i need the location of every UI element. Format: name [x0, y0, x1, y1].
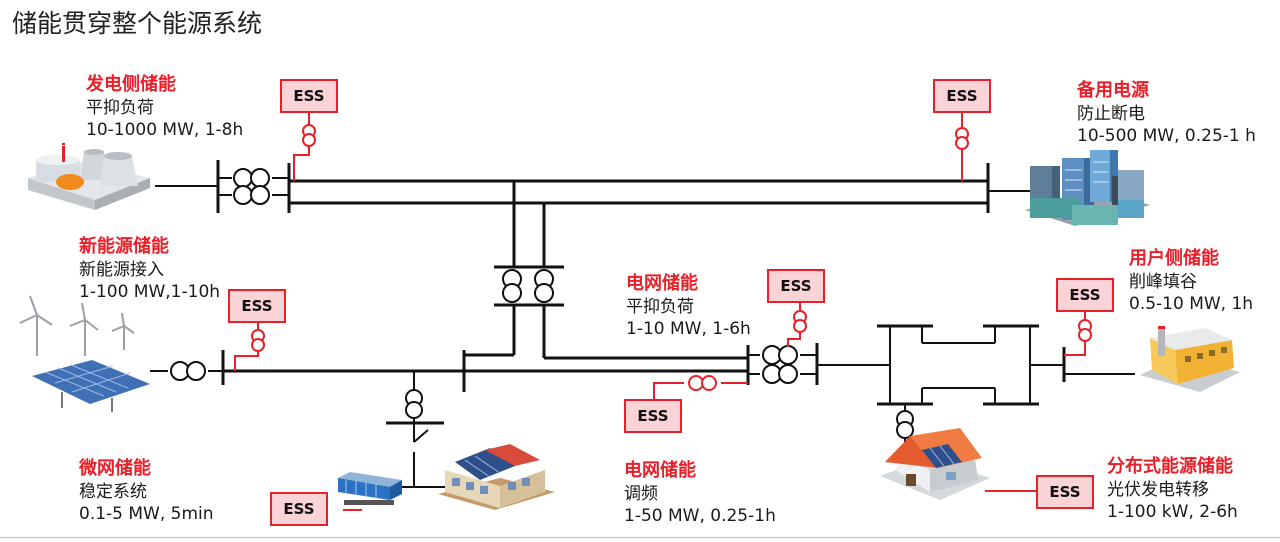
factory-icon	[1140, 326, 1240, 392]
block-subtitle: 调频	[624, 484, 658, 504]
page-title: 储能贯穿整个能源系统	[12, 9, 263, 38]
block-subtitle: 防止断电	[1077, 104, 1145, 124]
house-solar-icon	[880, 428, 990, 500]
block-spec: 10-500 MW, 0.25-1 h	[1077, 126, 1256, 146]
block-heading: 新能源储能	[79, 236, 169, 257]
block-heading: 电网储能	[624, 460, 696, 481]
ess-box-renewable: ESS	[228, 289, 286, 323]
ess-box-generation: ESS	[280, 79, 338, 113]
wind-solar-farm-icon	[19, 295, 150, 412]
ess-box-grid-frequency: ESS	[624, 399, 682, 433]
block-spec: 1-50 MW, 0.25-1h	[624, 506, 776, 526]
block-user: 用户侧储能 削峰填谷 0.5-10 MW, 1h	[1129, 247, 1253, 315]
block-spec: 1-100 MW,1-10h	[79, 282, 221, 302]
block-heading: 微网储能	[79, 458, 151, 479]
transformers	[170, 168, 914, 439]
footer-divider	[0, 537, 1280, 538]
block-subtitle: 光伏发电转移	[1107, 480, 1209, 500]
network-lines	[150, 160, 1135, 488]
block-heading: 用户侧储能	[1129, 248, 1219, 269]
block-heading: 发电侧储能	[86, 74, 176, 95]
block-subtitle: 平抑负荷	[626, 297, 694, 317]
block-spec: 0.1-5 MW, 5min	[79, 504, 214, 524]
block-grid: 电网储能 平抑负荷 1-10 MW, 1-6h	[626, 272, 751, 340]
block-subtitle: 稳定系统	[79, 482, 147, 502]
city-buildings-icon	[1025, 150, 1150, 226]
ess-box-backup: ESS	[933, 79, 991, 113]
block-renewable: 新能源储能 新能源接入 1-100 MW,1-10h	[79, 235, 220, 303]
block-grid-frequency: 电网储能 调频 1-50 MW, 0.25-1h	[624, 459, 776, 527]
ess-box-grid: ESS	[767, 269, 825, 303]
block-microgrid: 微网储能 稳定系统 0.1-5 MW, 5min	[79, 457, 214, 525]
block-backup: 备用电源 防止断电 10-500 MW, 0.25-1 h	[1077, 79, 1256, 147]
ess-box-distributed: ESS	[1036, 475, 1094, 509]
power-plant-icon	[28, 143, 150, 210]
block-generation: 发电侧储能 平抑负荷 10-1000 MW, 1-8h	[86, 73, 243, 141]
block-spec: 0.5-10 MW, 1h	[1129, 294, 1254, 314]
block-spec: 1-100 kW, 2-6h	[1107, 502, 1238, 522]
block-subtitle: 新能源接入	[79, 260, 164, 280]
ess-container-icon	[338, 472, 402, 505]
block-heading: 分布式能源储能	[1107, 456, 1233, 477]
block-spec: 1-10 MW, 1-6h	[626, 319, 751, 339]
block-subtitle: 平抑负荷	[86, 98, 154, 118]
block-subtitle: 削峰填谷	[1129, 272, 1197, 292]
solar-building-icon	[438, 444, 555, 510]
ess-box-user: ESS	[1056, 278, 1114, 312]
ess-box-microgrid: ESS	[270, 492, 328, 526]
block-distributed: 分布式能源储能 光伏发电转移 1-100 kW, 2-6h	[1107, 455, 1238, 523]
block-spec: 10-1000 MW, 1-8h	[86, 120, 244, 140]
block-heading: 电网储能	[626, 273, 698, 294]
block-heading: 备用电源	[1077, 80, 1149, 101]
